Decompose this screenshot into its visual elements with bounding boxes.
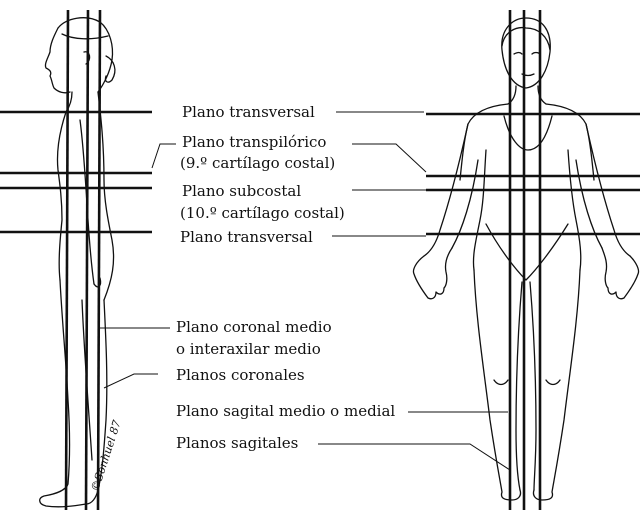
label-plano-transversal-bottom: Plano transversal: [180, 228, 313, 246]
artist-signature: ©Sonhuel 87: [88, 419, 123, 493]
label-subcostal-note: (10.º cartílago costal): [180, 204, 345, 222]
label-plano-subcostal: Plano subcostal: [182, 182, 302, 200]
label-planos-coronales: Planos coronales: [176, 366, 305, 384]
label-planos-sagitales: Planos sagitales: [176, 434, 299, 452]
lateral-figure: [39, 17, 116, 508]
label-plano-transpiloric: Plano transpilórico: [182, 133, 327, 151]
leader-lines: [98, 111, 511, 471]
label-plano-sagital-medio: Plano sagital medio o medial: [176, 402, 396, 420]
label-transpiloric-note: (9.º cartílago costal): [180, 154, 336, 172]
frontal-figure: [412, 17, 640, 501]
label-plano-coronal-medio: Plano coronal medio: [176, 318, 332, 336]
label-interaxilar-medio: o interaxilar medio: [176, 340, 321, 358]
label-plano-transversal-top: Plano transversal: [182, 103, 315, 121]
plane-lines: [0, 9, 640, 511]
